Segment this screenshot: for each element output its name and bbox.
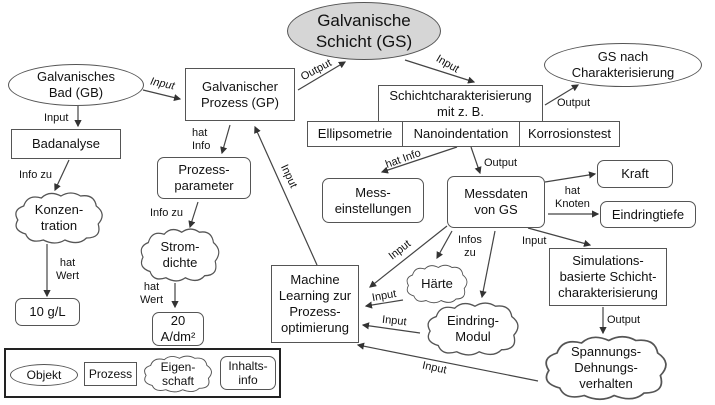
label-sim-span: Output (607, 314, 641, 326)
label-md-kraft: hat Knoten (555, 185, 590, 210)
label-md-infos: Infos zu (458, 234, 482, 259)
edge-schichtchar-gsnach (544, 84, 580, 106)
edge-nano-messeinst (380, 146, 458, 174)
edge-gp-gs (297, 61, 347, 91)
label-modul-ml: Input (381, 313, 408, 329)
edge-ml-gp (254, 125, 318, 266)
legend-prozess: Prozess (84, 362, 137, 386)
legend-inhaltsinfo: Inhalts- info (220, 356, 276, 390)
edge-messdaten-modul (479, 230, 496, 299)
node-messdaten[interactable]: Messdaten von GS (447, 176, 545, 228)
label-bad-konz: Info zu (19, 169, 53, 181)
edge-messdaten-kraft (544, 171, 597, 183)
legend-eigenschaft: Eigen- schaft (140, 354, 216, 394)
edge-gb-gp (142, 89, 182, 102)
edge-gp-pp (220, 124, 231, 155)
legend-objekt: Objekt (10, 364, 78, 386)
cloud-shape-icon (15, 192, 103, 244)
node-stromdichte[interactable]: Strom- dichte (136, 226, 224, 284)
edge-gs-schichtchar (404, 59, 476, 84)
node-eindring-modul[interactable]: Eindring- Modul (422, 300, 524, 358)
node-ellipsometrie[interactable]: Ellipsometrie (307, 121, 403, 147)
node-badanalyse[interactable]: Badanalyse (11, 129, 121, 159)
cloud-shape-icon (427, 302, 519, 356)
cloud-shape-icon (406, 264, 468, 304)
node-simulation[interactable]: Simulations- basierte Schicht- charakter… (549, 248, 667, 306)
node-spannungs-dehnungsverhalten[interactable]: Spannungs- Dehnungs- verhalten (538, 333, 674, 403)
label-konz-wert: hat Wert (56, 257, 80, 282)
edge-messdaten-ml (369, 225, 448, 288)
node-messeinstellungen[interactable]: Mess- einstellungen (322, 178, 424, 223)
node-galvanische-schicht[interactable]: Galvanische Schicht (GS) (287, 2, 441, 60)
node-galvanischer-prozess[interactable]: Galvanischer Prozess (GP) (185, 68, 295, 121)
edge-badanalyse-konz (54, 159, 70, 192)
label-gb-bad: Input (44, 112, 69, 124)
cloud-shape-icon (144, 355, 212, 393)
node-prozessparameter[interactable]: Prozess- parameter (157, 157, 251, 199)
node-kraft[interactable]: Kraft (597, 160, 673, 188)
cloud-shape-icon (545, 335, 667, 401)
label-strom-wert: hat Wert (140, 281, 164, 306)
node-galvanisches-bad[interactable]: Galvanisches Bad (GB) (8, 64, 144, 106)
node-wert-konzentration[interactable]: 10 g/L (15, 298, 80, 326)
node-haerte[interactable]: Härte (403, 263, 471, 305)
legend: Objekt Prozess Eigen- schaft Inhalts- in… (4, 348, 281, 398)
label-sc-gsnach: Output (557, 97, 591, 109)
node-gs-nach-charakterisierung[interactable]: GS nach Charakterisierung (544, 43, 702, 87)
node-nanoindentation[interactable]: Nanoindentation (402, 121, 520, 147)
edge-messdaten-haerte (436, 230, 453, 260)
edge-messdaten-sim (527, 227, 592, 247)
node-konzentration[interactable]: Konzen- tration (10, 190, 108, 246)
label-md-sim: Input (522, 235, 547, 247)
node-wert-stromdichte[interactable]: 20 A/dm² (152, 312, 204, 346)
edge-haerte-ml (364, 299, 404, 309)
node-schichtcharakterisierung[interactable]: Schichtcharakterisierung mit z. B. (378, 85, 543, 122)
label-gp-pp: hat Info (192, 127, 211, 152)
cloud-shape-icon (140, 228, 220, 282)
node-eindringtiefe[interactable]: Eindringtiefe (600, 201, 696, 228)
node-korrosionstest[interactable]: Korrosionstest (519, 121, 620, 147)
label-pp-strom: Info zu (150, 207, 184, 219)
edge-nano-messdaten (470, 146, 482, 175)
edge-modul-ml (361, 322, 421, 334)
edge-pp-strom (188, 201, 199, 229)
label-nano-md: Output (484, 157, 518, 169)
node-machine-learning[interactable]: Machine Learning zur Prozess- optimierun… (271, 265, 359, 343)
edge-spannung-ml (356, 342, 539, 382)
